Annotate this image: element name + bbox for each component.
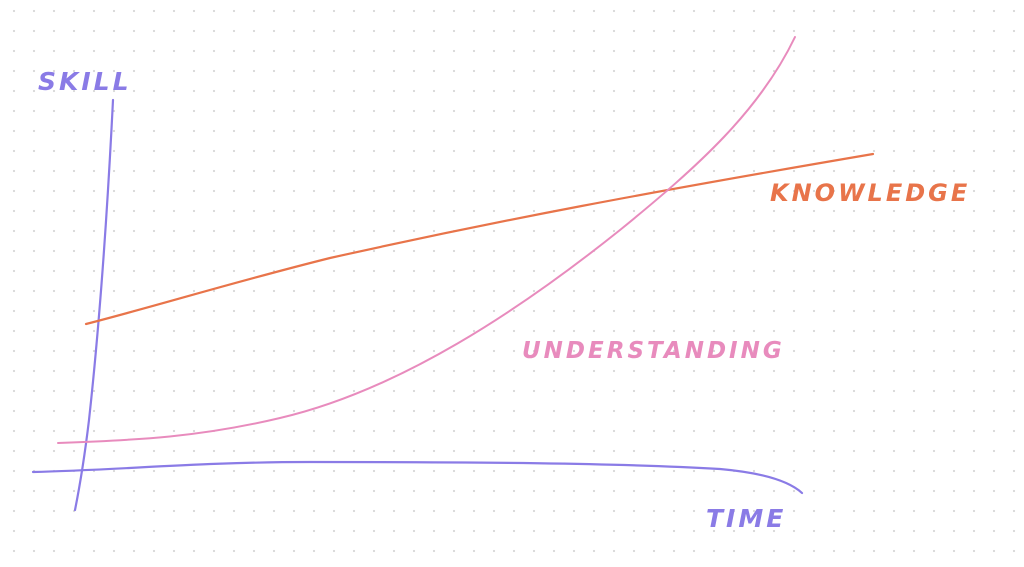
understanding-curve xyxy=(57,36,796,444)
y-axis-label: SKILL xyxy=(38,67,132,96)
knowledge-label: KNOWLEDGE xyxy=(770,179,970,207)
understanding-label: UNDERSTANDING xyxy=(522,338,785,364)
y-axis-line xyxy=(73,98,115,512)
x-axis-line xyxy=(31,460,804,495)
x-axis-label: TIME xyxy=(706,504,786,533)
knowledge-curve xyxy=(84,152,875,326)
